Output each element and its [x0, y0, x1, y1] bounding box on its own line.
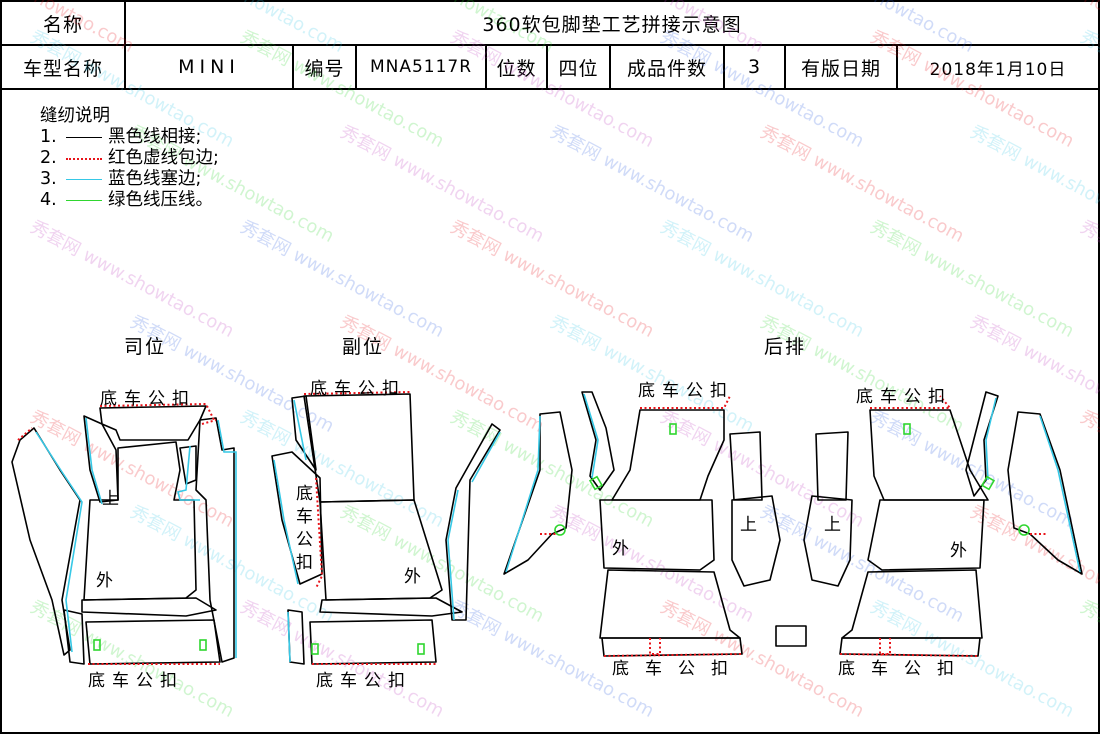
- note-number: 4.: [40, 190, 57, 210]
- date-value: 2018年1月10日: [929, 59, 1067, 80]
- green-line-sample: [66, 200, 102, 201]
- driver-right-side-piece: [195, 417, 235, 663]
- blue-line-sample: [66, 179, 102, 180]
- section-title-driver: 司位: [124, 336, 167, 358]
- driver-left-side-piece: [11, 427, 81, 656]
- col-divider-5: [546, 44, 548, 89]
- rear-right-bottom-clip-label: 底车公扣: [838, 659, 970, 679]
- note-number: 3.: [40, 169, 57, 189]
- col-divider-2: [292, 44, 294, 89]
- sewing-notes-title: 缝纫说明: [40, 106, 110, 126]
- rear-left-insert: [731, 495, 781, 587]
- border-bottom: [0, 732, 1100, 734]
- header-row-divider: [0, 44, 1100, 46]
- driver-top-clip-label: 底车公扣: [100, 389, 196, 409]
- passenger-bottom-panel: [309, 619, 437, 665]
- name-label: 名称: [42, 13, 83, 36]
- sewing-notes: 缝纫说明 1. 黑色线相接; 2. 红色虚线包边; 3. 蓝色线塞边; 4. 绿…: [40, 106, 219, 211]
- note-item-black: 1. 黑色线相接;: [40, 127, 219, 148]
- position-value: 四位: [558, 57, 599, 80]
- model-label: 车型名称: [22, 57, 103, 80]
- passenger-top-clip-label: 底车公扣: [310, 379, 406, 399]
- note-text: 红色虚线包边;: [108, 148, 219, 168]
- col-divider-6: [609, 44, 611, 89]
- driver-bottom-panel: [85, 619, 221, 665]
- driver-cross-strip: [81, 597, 217, 617]
- driver-heel-top-piece: [99, 405, 207, 441]
- count-label: 成品件数: [626, 57, 707, 80]
- note-text: 绿色线压线。: [108, 190, 213, 210]
- passenger-main-panel: [319, 499, 443, 601]
- rear-left-bottom-strip: [601, 637, 743, 657]
- passenger-left-wing: [291, 395, 317, 471]
- col-divider-4: [485, 44, 487, 89]
- rear-right-big-panel: [841, 569, 983, 639]
- border-left: [0, 0, 2, 734]
- note-number: 1.: [40, 127, 57, 147]
- note-text: 蓝色线塞边;: [108, 169, 202, 189]
- section-title-passenger: 副位: [342, 336, 385, 358]
- rear-right-mat: [803, 391, 1083, 657]
- passenger-bottom-clip-label: 底车公扣: [316, 671, 412, 691]
- col-divider-8: [784, 44, 786, 89]
- header-bottom-divider: [0, 88, 1100, 90]
- position-label: 位数: [496, 57, 537, 80]
- model-value: MINI: [178, 56, 240, 78]
- note-item-red: 2. 红色虚线包边;: [40, 148, 219, 169]
- rear-right-top-clip-label: 底车公扣: [856, 387, 952, 407]
- rear-right-mid-panel: [867, 499, 985, 571]
- section-title-rear: 后排: [764, 336, 807, 358]
- rear-right-top-panel: [869, 409, 989, 501]
- rear-left-wing: [581, 391, 615, 491]
- rear-left-top-panel: [611, 409, 725, 501]
- rear-left-side-piece: [503, 411, 573, 575]
- rear-right-insert: [803, 495, 853, 587]
- border-top: [0, 0, 1100, 2]
- passenger-outside-label: 外: [404, 567, 421, 587]
- rear-right-side-piece: [1007, 411, 1083, 575]
- note-text: 黑色线相接;: [108, 127, 202, 147]
- col-divider-9: [896, 44, 898, 89]
- rear-left-bottom-clip-label: 底车公扣: [612, 659, 744, 679]
- rear-left-outside-label: 外: [612, 539, 629, 559]
- passenger-side-clip-label: 底车公扣: [292, 484, 312, 576]
- note-number: 2.: [40, 148, 57, 168]
- driver-bottom-clip-label: 底车公扣: [88, 671, 184, 691]
- rear-left-big-panel: [599, 569, 741, 639]
- rear-center-tab: [775, 625, 807, 647]
- red-dotted-lines: [17, 391, 1048, 665]
- rear-right-bottom-strip: [839, 637, 981, 657]
- rear-right-left-piece: [815, 431, 849, 501]
- rear-right-outside-label: 外: [950, 541, 967, 561]
- red-dotted-line-sample: [66, 157, 102, 160]
- date-label: 有版日期: [800, 57, 881, 80]
- sheet-title: 360软包脚垫工艺拼接示意图: [482, 13, 742, 36]
- driver-mat: [11, 405, 235, 665]
- note-item-blue: 3. 蓝色线塞边;: [40, 169, 219, 190]
- passenger-right-side-piece: [445, 423, 501, 621]
- green-press-marks: [93, 423, 1030, 655]
- count-value: 3: [747, 56, 762, 78]
- blue-seam-lines: [35, 393, 1081, 663]
- black-line-sample: [66, 137, 102, 138]
- border-right: [1098, 0, 1100, 734]
- driver-rear-left-strip: [63, 609, 85, 665]
- rear-right-up-label: 上: [824, 515, 841, 535]
- driver-outside-label: 外: [96, 571, 113, 591]
- rear-left-mid-panel: [599, 499, 715, 571]
- code-label: 编号: [304, 57, 345, 80]
- col-divider-7: [723, 44, 725, 89]
- rear-left-top-clip-label: 底车公扣: [638, 381, 734, 401]
- col-divider-3: [355, 44, 357, 89]
- rear-left-mat: [503, 391, 781, 657]
- driver-up-label: 上: [102, 489, 119, 509]
- passenger-cross-strip: [319, 597, 463, 617]
- note-item-green: 4. 绿色线压线。: [40, 190, 219, 211]
- rear-left-right-piece: [729, 431, 763, 501]
- col-divider-1: [124, 0, 126, 89]
- code-value: MNA5117R: [369, 57, 473, 77]
- rear-left-up-label: 上: [740, 515, 757, 535]
